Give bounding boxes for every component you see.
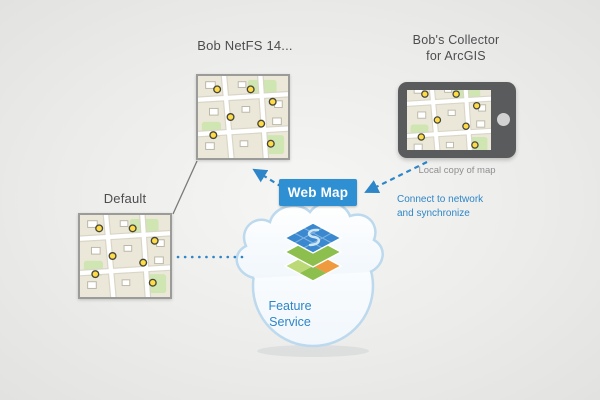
collector-to-webmap-arrow [364,161,428,194]
collector-label: Bob's Collector for ArcGIS [412,33,500,64]
netfs-map-thumbnail [196,74,290,160]
default-map-label: Default [103,191,147,206]
cloud-shadow [257,345,369,357]
tablet-home-button-icon [497,113,510,126]
connect-note: Connect to network and synchronize [397,194,484,219]
feature-service-label: Feature Service [268,299,312,329]
callout-line [172,160,198,215]
tablet-caption: Local copy of map [418,165,496,176]
feature-service-layers-icon [283,222,343,282]
tablet-device [398,82,516,158]
default-map-thumbnail [78,213,172,299]
netfs-map-label: Bob NetFS 14... [197,38,293,53]
tablet-screen-map [407,90,491,150]
web-map-badge: Web Map [279,179,357,206]
